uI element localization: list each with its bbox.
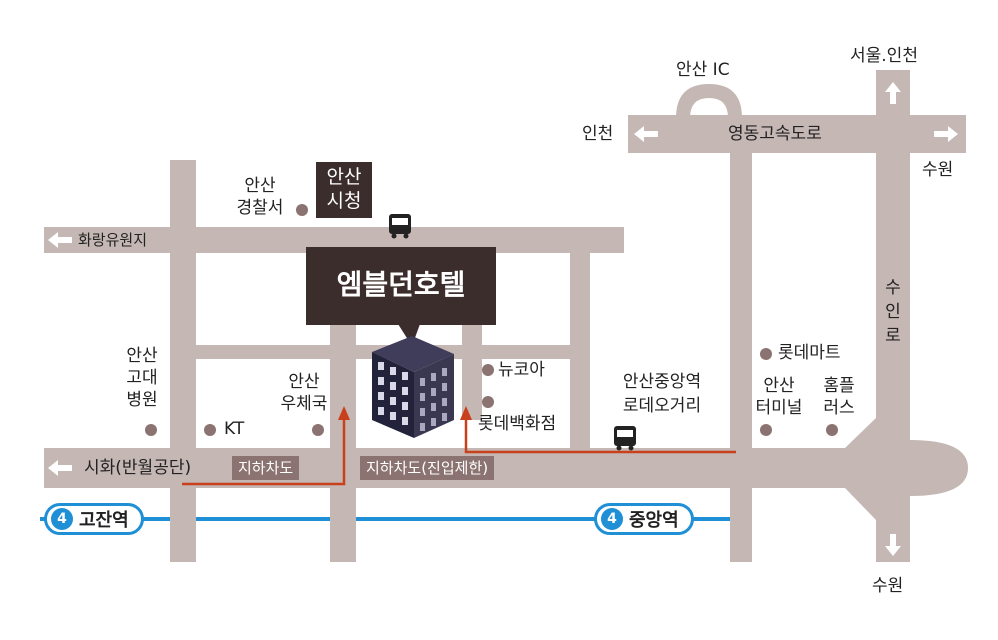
route-path-1 [182,418,346,486]
label-suin-road: 수인로 [885,278,901,346]
road-v1 [170,160,196,562]
poi-dot-police [296,204,308,216]
building-window [431,418,436,426]
station-gojan: 4 고잔역 [44,503,144,535]
underpass-restricted-badge: 지하차도(진입제한) [360,456,495,480]
building-window [442,383,447,391]
building-window [378,392,384,400]
building-window [420,393,425,401]
road-yeongdong [628,115,966,153]
label-city-hall-line1: 안산 [326,166,362,188]
building-window [402,387,408,395]
label-korea-line1: 안산 [126,346,158,366]
label-post-line2: 우체국 [280,394,328,414]
arrow-left-icon [634,126,658,142]
label-lotte-dept: 롯데백화점 [478,414,557,434]
route-arrow-2 [460,406,472,420]
arrow-up-icon [885,82,901,104]
route-path-2 [464,418,736,454]
road-network [44,70,966,562]
arrow-left-icon [48,232,72,248]
label-hotel: 엠블던호텔 [336,268,466,301]
subway-line-badge: 4 [601,508,623,530]
label-yeongdong: 영동고속도로 [728,124,822,144]
station-name: 고잔역 [79,510,129,531]
arrow-down-icon [885,534,901,556]
subway-line-badge: 4 [51,508,73,530]
building-window [442,398,447,406]
hotel-callout-box [306,247,496,325]
city-hall-box: 안산 시청 [316,162,372,218]
building-window [431,388,436,396]
building-window [378,362,384,370]
label-terminal-line1: 안산 [763,376,795,396]
building-window [402,402,408,410]
station-jungang: 4 중앙역 [594,503,694,535]
label-seoul-incheon: 서울.인천 [850,46,918,66]
label-terminal-line2: 터미널 [755,398,803,418]
road-v5 [730,150,752,562]
label-police-line2: 경찰서 [236,198,284,218]
building-window [420,423,425,431]
building-window [442,368,447,376]
ic-loop [676,84,742,118]
building-window [420,378,425,386]
label-ansan-ic: 안산 IC [676,60,730,80]
subway-line-4 [40,517,740,521]
road-ramp-lower [845,488,876,520]
poi-dot-newcore [482,364,494,376]
label-rodeo-line2: 로데오거리 [622,396,702,416]
label-post-line1: 안산 [288,372,320,392]
building-window [431,373,436,381]
building-windows [378,362,447,431]
hotel-callout-pointer [398,324,420,346]
bus-icon [389,214,411,239]
label-kt: KT [224,419,245,439]
building-window [378,407,384,415]
label-homeplus-line1: 홈플 [823,376,855,396]
road-main-end [910,440,968,496]
label-suwon-bottom: 수원 [872,576,904,596]
label-incheon: 인천 [582,124,614,144]
building-window [390,382,396,390]
label-city-hall-line2: 시청 [326,190,362,212]
poi-dot-post [312,424,324,436]
poi-dot-terminal [760,424,772,436]
label-suwon-right: 수원 [922,160,954,180]
poi-dot-homeplus [826,424,838,436]
road-ramp [845,418,876,448]
label-rodeo-line1: 안산중앙역 [622,372,702,392]
building-window [390,367,396,375]
building-window [442,413,447,421]
building-window [420,408,425,416]
label-korea-line2: 고대 [126,368,158,388]
underpass-badge: 지하차도 [232,456,300,480]
building-window [402,417,408,425]
label-newcore: 뉴코아 [498,360,545,380]
route-arrow-1 [338,406,350,420]
building-window [390,412,396,420]
bus-icon [614,426,636,451]
label-hwarang: 화랑유원지 [78,231,148,249]
station-name: 중앙역 [629,510,679,531]
label-sihwa: 시화(반월공단) [84,458,192,478]
label-homeplus-line2: 러스 [823,398,855,418]
building-icon [372,336,454,438]
poi-dot-lotte-dept [482,396,494,408]
poi-dot-kt [204,424,216,436]
poi-dot-korea [145,424,157,436]
building-window [378,377,384,385]
building-window [390,397,396,405]
label-korea-line3: 병원 [126,390,158,410]
arrow-left-icon [48,460,72,476]
building-window [402,372,408,380]
arrow-right-icon [934,126,958,142]
building-window [431,403,436,411]
poi-dot-lotte-mart [760,348,772,360]
label-lotte-mart: 롯데마트 [778,343,841,363]
label-police-line1: 안산 [244,176,276,196]
